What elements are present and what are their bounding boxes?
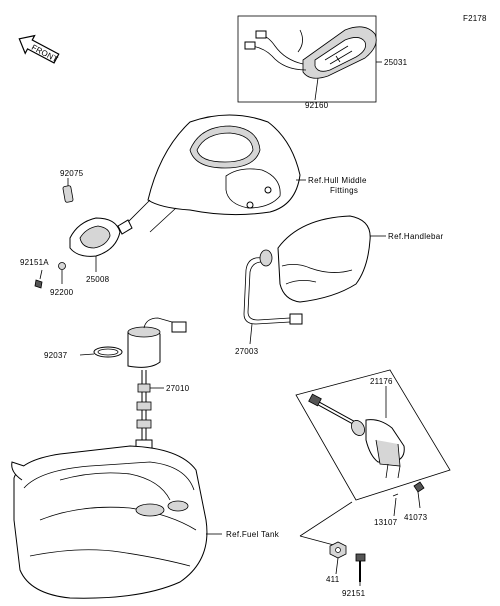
part-92151a: [34, 279, 43, 289]
leader-41073: [417, 491, 421, 509]
switch-assembly: [34, 178, 133, 289]
leader-92160: [314, 77, 319, 101]
leader-411: [335, 557, 339, 575]
part-number-13107: 13107: [374, 518, 398, 527]
leader-92037: [79, 353, 95, 356]
meter-wire-2: [251, 45, 307, 71]
figure-code: F2178: [463, 14, 487, 23]
meter-connector-1: [255, 30, 267, 39]
part-number-25008: 25008: [86, 275, 110, 284]
meter-detail: [324, 45, 353, 65]
sender-unit-assembly: [295, 369, 451, 549]
fuel-tank: [11, 445, 222, 599]
part-number-41073: 41073: [404, 513, 428, 522]
hull-cover: [119, 114, 306, 233]
part-13107: [392, 493, 399, 497]
harness-27003: [243, 257, 291, 325]
leader-92151a: [39, 269, 43, 280]
meter-assembly: [237, 15, 382, 103]
part-number-92160: 92160: [305, 101, 329, 110]
meter-wire-1: [261, 35, 304, 65]
meter-face: [314, 37, 366, 72]
part-number-92151: 92151: [342, 589, 366, 598]
part-number-92151a: 92151A: [20, 258, 49, 267]
part-number-92200: 92200: [50, 288, 74, 297]
ref-fuel-tank: Ref.Fuel Tank: [226, 530, 280, 539]
fasteners: [329, 541, 366, 586]
leader-13107: [393, 497, 397, 517]
part-number-92075: 92075: [60, 169, 84, 178]
meter-wire-3: [297, 29, 303, 53]
part-number-21176: 21176: [370, 377, 393, 386]
part-92075: [62, 185, 74, 203]
part-number-92037: 92037: [44, 351, 68, 360]
part-92151: [355, 553, 366, 562]
meter-group-box: [237, 15, 377, 103]
meter-connector-2: [244, 41, 256, 50]
connector-lines: [299, 501, 353, 549]
fuel-sender-assembly: [79, 317, 187, 451]
hull-cover-lower-opening: [225, 168, 281, 209]
front-arrow-icon: FRONT: [18, 34, 60, 64]
leader-27003: [249, 323, 253, 345]
ref-handlebar: Ref.Handlebar: [388, 232, 444, 241]
part-92200: [58, 262, 66, 270]
part-number-27003: 27003: [235, 347, 259, 356]
sender-group-box: [295, 369, 451, 501]
handlebar-cover-body: [277, 215, 371, 303]
fuel-tank-body: [13, 445, 208, 599]
ref-hull-middle-line2: Fittings: [330, 186, 358, 195]
part-number-411: 411: [326, 575, 340, 584]
part-number-25031: 25031: [384, 58, 408, 67]
part-41073: [413, 481, 425, 493]
ref-hull-middle-line1: Ref.Hull Middle: [308, 176, 367, 185]
handlebar-cover: [243, 215, 386, 345]
part-number-27010: 27010: [166, 384, 190, 393]
